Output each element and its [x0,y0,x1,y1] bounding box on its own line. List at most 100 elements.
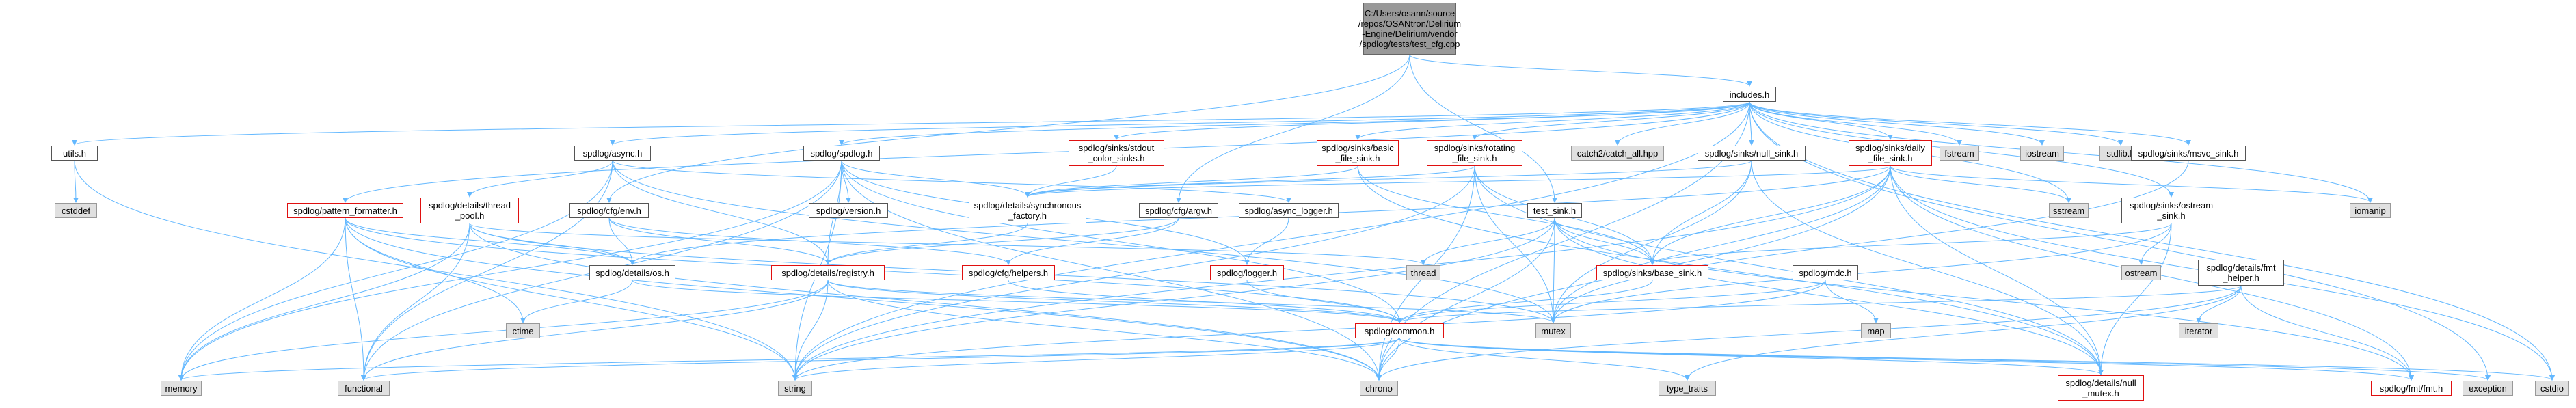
node-null-mutex-h[interactable]: spdlog/details/null _mutex.h [2058,375,2144,401]
node-string: string [778,381,812,396]
node-catch-all-hpp: catch2/catch_all.hpp [1571,146,1664,161]
edge-cfg-env-h-to-helpers-h [608,217,1011,265]
node-helpers-h[interactable]: spdlog/cfg/helpers.h [962,265,1055,280]
edge-registry-h-to-common-h [827,280,1402,323]
edge-base-sink-h-to-common-h [1397,280,1653,323]
node-mdc-h[interactable]: spdlog/mdc.h [1793,265,1858,280]
edge-spdlog-h-to-common-h [841,160,1402,323]
edge-rotating-file-sink-h-to-mutex [1474,165,1556,323]
node-thread-pool-h[interactable]: spdlog/details/thread _pool.h [420,198,519,223]
node-cstdio: cstdio [2535,381,2569,396]
node-rotating-file-sink-h[interactable]: spdlog/sinks/rotating _file_sink.h [1427,140,1522,166]
edge-null-sink-h-to-synchronous-factory-h [1025,160,1752,198]
edge-ostream-sink-h-to-null-mutex-h [2098,223,2172,375]
node-base-sink-h[interactable]: spdlog/sinks/base_sink.h [1596,265,1708,280]
node-memory: memory [161,381,202,396]
edge-cfg-env-h-to-os-h [608,217,635,265]
edge-rotating-file-sink-h-to-string [792,165,1475,381]
node-iterator: iterator [2179,323,2218,338]
edge-ostream-sink-h-to-ostream [2138,223,2172,265]
edge-async-h-to-registry-h [612,160,831,265]
edge-registry-h-to-chrono [827,280,1382,381]
node-basic-file-sink-h[interactable]: spdlog/sinks/basic _file_sink.h [1317,140,1399,166]
node-daily-file-sink-h[interactable]: spdlog/sinks/daily _file_sink.h [1849,140,1932,166]
node-cfg-env-h[interactable]: spdlog/cfg/env.h [569,203,649,218]
edge-common-h-to-cstdio [1399,338,2555,381]
edge-daily-file-sink-h-to-mutex [1551,165,1891,323]
edge-spdlog-h-to-synchronous-factory-h [841,160,1030,198]
edge-mdc-h-to-common-h [1397,280,1826,323]
node-null-sink-h[interactable]: spdlog/sinks/null_sink.h [1698,146,1806,161]
node-synchronous-factory-h[interactable]: spdlog/details/synchronous _factory.h [969,198,1086,223]
node-msvc-sink-h[interactable]: spdlog/sinks/msvc_sink.h [2131,146,2246,161]
edge-daily-file-sink-h-to-iomanip [1890,165,2373,203]
node-pattern-formatter-h[interactable]: spdlog/pattern_formatter.h [287,203,403,218]
edge-daily-file-sink-h-to-null-mutex-h [1890,165,2104,375]
node-async-logger-h[interactable]: spdlog/async_logger.h [1239,203,1339,218]
edge-pattern-formatter-h-to-functional [345,217,366,381]
edge-test-sink-h-to-chrono [1376,217,1555,381]
edge-basic-file-sink-h-to-synchronous-factory-h [1025,165,1358,198]
edge-common-h-to-type-traits [1399,338,1690,381]
edge-daily-file-sink-h-to-synchronous-factory-h [1025,165,1891,198]
node-fmt-helper-h[interactable]: spdlog/details/fmt _helper.h [2198,260,2284,286]
edge-msvc-sink-h-to-mutex [1551,160,2189,323]
edge-null-sink-h-to-mutex [1551,160,1752,323]
node-type-traits: type_traits [1659,381,1716,396]
node-stdout-color-sinks-h[interactable]: spdlog/sinks/stdout _color_sinks.h [1069,140,1164,166]
edge-pattern-formatter-h-to-string [345,217,798,381]
node-ostream-sink-h[interactable]: spdlog/sinks/ostream _sink.h [2121,198,2221,223]
node-fstream: fstream [1940,146,1979,161]
edge-fmt-helper-h-to-iterator [2196,285,2242,323]
node-cfg-argv-h[interactable]: spdlog/cfg/argv.h [1139,203,1218,218]
node-logger-h[interactable]: spdlog/logger.h [1210,265,1284,280]
node-iostream: iostream [2020,146,2064,161]
node-thread: thread [1406,265,1440,280]
node-fmt-h[interactable]: spdlog/fmt/fmt.h [2371,381,2452,396]
node-common-h[interactable]: spdlog/common.h [1355,323,1444,338]
edge-cfg-argv-h-to-helpers-h [1006,217,1179,265]
node-exception: exception [2463,381,2513,396]
node-async-h[interactable]: spdlog/async.h [574,146,651,161]
node-cstddef: cstddef [55,203,97,218]
edge-null-sink-h-to-base-sink-h [1650,160,1752,265]
edge-thread-pool-h-to-os-h [469,223,635,265]
node-includes-h[interactable]: includes.h [1723,87,1776,102]
edge-pattern-formatter-h-to-ctime [345,217,526,323]
node-spdlog-h[interactable]: spdlog/spdlog.h [803,146,880,161]
node-map: map [1861,323,1891,338]
edge-os-h-to-common-h [632,280,1402,323]
edge-includes-h-to-string [792,101,1750,381]
node-root[interactable]: C:/Users/osann/source /repos/OSANtron/De… [1358,3,1461,55]
edge-includes-h-to-basic-file-sink-h [1355,101,1750,140]
edge-common-h-to-chrono [1376,338,1400,381]
node-registry-h[interactable]: spdlog/details/registry.h [771,265,885,280]
edge-fmt-helper-h-to-fmt-h [2240,285,2414,381]
edge-includes-h-to-daily-file-sink-h [1749,101,1893,140]
edge-daily-file-sink-h-to-sstream [1890,165,2071,203]
edge-synchronous-factory-h-to-registry-h [825,223,1028,265]
edge-registry-h-to-memory [178,280,829,381]
edge-includes-h-to-stdlib-h [1749,101,2123,146]
edge-stdout-color-sinks-h-to-synchronous-factory-h [1025,165,1117,198]
node-version-h[interactable]: spdlog/version.h [809,203,888,218]
node-chrono: chrono [1360,381,1398,396]
node-mutex: mutex [1535,323,1571,338]
node-utils-h[interactable]: utils.h [51,146,98,161]
edge-utils-h-to-string [74,160,798,381]
edge-ostream-sink-h-to-base-sink-h [1650,223,2172,265]
edge-pattern-formatter-h-to-memory [178,217,346,381]
edge-cfg-argv-h-to-registry-h [825,217,1179,265]
edge-layer [72,54,2555,381]
edge-registry-h-to-functional [361,280,829,381]
edge-includes-h-to-fstream [1749,101,1962,146]
edge-common-h-to-fmt-h [1399,338,2414,381]
edge-common-h-to-string [792,338,1400,381]
node-os-h[interactable]: spdlog/details/os.h [589,265,675,280]
edge-helpers-h-to-common-h [1008,280,1402,323]
edge-test-sink-h-to-string [792,217,1555,381]
edge-async-h-to-functional [361,160,613,381]
edge-fmt-helper-h-to-chrono [1376,285,2242,381]
node-test-sink-h[interactable]: test_sink.h [1527,203,1582,218]
